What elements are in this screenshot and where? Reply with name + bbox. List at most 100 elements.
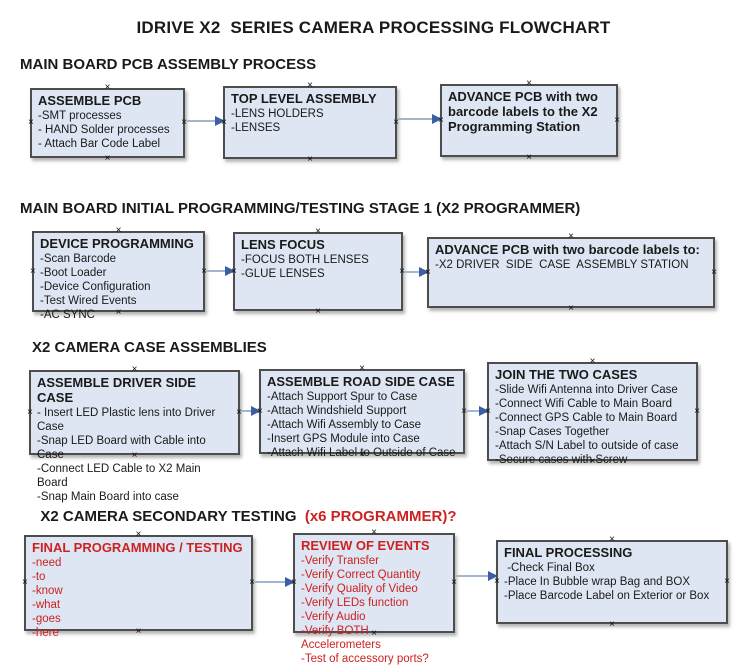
box-item: -Place In Bubble wrap Bag and BOX xyxy=(504,576,691,588)
box-item: -Device Configuration xyxy=(40,281,151,293)
box-item: -Place Barcode Label on Exterior or Box xyxy=(504,590,710,602)
section-heading-text: X2 CAMERA SECONDARY TESTING xyxy=(40,508,301,525)
box-title: TOP LEVEL ASSEMBLY xyxy=(231,91,377,106)
connector-handle: × xyxy=(711,266,717,278)
box-item: -Verify Transfer xyxy=(301,555,379,567)
box-title: JOIN THE TWO CASES xyxy=(495,367,638,382)
box-items: -SMT processes- HAND Solder processes- A… xyxy=(38,109,178,151)
connector-handle: × xyxy=(315,226,321,237)
box-title: DEVICE PROGRAMMING xyxy=(40,236,194,251)
connector-handle: × xyxy=(609,619,615,630)
box-items: -X2 DRIVER SIDE CASE ASSEMBLY STATION xyxy=(435,258,708,272)
box-item: -GLUE LENSES xyxy=(241,268,325,280)
flow-box-assemble-driver-side-case: × × × × ASSEMBLE DRIVER SIDE CASE - Inse… xyxy=(27,365,242,504)
flow-box-final-programming-testing: × × × × FINAL PROGRAMMING / TESTING -nee… xyxy=(22,530,255,640)
box-title: ASSEMBLE PCB xyxy=(38,93,142,108)
box-item: -FOCUS BOTH LENSES xyxy=(241,254,369,266)
connector-handle: × xyxy=(589,356,596,367)
connector-handle: × xyxy=(135,529,142,540)
box-item: -know xyxy=(32,585,63,597)
box-item: -LENS HOLDERS xyxy=(231,108,324,120)
flow-arrow xyxy=(466,406,489,416)
box-title: FINAL PROGRAMMING / TESTING xyxy=(32,540,243,555)
box-items: -Attach Support Spur to Case -Attach Wind… xyxy=(267,390,458,460)
box-item: -here xyxy=(32,627,59,639)
box-items: - Insert LED Plastic lens into Driver Ca… xyxy=(37,406,233,504)
connector-handle: × xyxy=(104,82,111,93)
flow-box-assemble-pcb: × × × × ASSEMBLE PCB -SMT processes- HAN… xyxy=(28,83,187,164)
flow-box-final-processing: × × × × FINAL PROCESSING -Check Final Bo… xyxy=(494,535,730,630)
box-title: ADVANCE PCB with two barcode labels to t… xyxy=(448,89,602,134)
flow-box-advance-pcb-driver-side-station: × × × × ADVANCE PCB with two barcode lab… xyxy=(425,232,717,314)
connector-handle: × xyxy=(307,80,313,91)
box-item: - HAND Solder processes xyxy=(38,124,170,136)
box-items: -Scan Barcode-Boot Loader-Device Configu… xyxy=(40,252,198,322)
box-item: -Snap Cases Together xyxy=(495,426,610,438)
box-item: -Connect Wifi Cable to Main Board xyxy=(495,398,673,410)
box-item: -Attach Support Spur to Case xyxy=(267,391,418,403)
section-heading-pcb-assembly: MAIN BOARD PCB ASSEMBLY PROCESS xyxy=(20,56,317,73)
section-heading-suffix: (x6 PROGRAMMER)? xyxy=(300,508,457,525)
connector-handle: × xyxy=(694,405,700,417)
connector-handle: × xyxy=(526,152,532,163)
box-item: -Slide Wifi Antenna into Driver Case xyxy=(495,384,678,396)
connector-handle: × xyxy=(526,78,532,89)
box-item: -LENSES xyxy=(231,122,281,134)
box-item: -Verify LEDs function xyxy=(301,597,409,609)
connector-handle: × xyxy=(30,265,36,277)
box-items: -Verify Transfer -Verify Correct Quantity… xyxy=(301,554,448,666)
box-item: -Verify Correct Quantity xyxy=(301,569,421,581)
box-item: -AC SYNC xyxy=(40,309,95,321)
connector-handle: × xyxy=(451,577,457,588)
box-item: -Verify Quality of Video xyxy=(301,583,418,595)
section-heading-initial-programming: MAIN BOARD INITIAL PROGRAMMING/TESTING S… xyxy=(20,200,581,217)
flow-arrow xyxy=(241,406,261,416)
connector-handle: × xyxy=(568,231,574,242)
box-item: -Boot Loader xyxy=(40,267,107,279)
connector-handle: × xyxy=(315,306,321,317)
box-item: -Attach Windshield Support xyxy=(267,405,407,417)
flow-box-assemble-road-side-case: × × × × ASSEMBLE ROAD SIDE CASE -Attach … xyxy=(257,364,467,460)
box-item: -SMT processes xyxy=(38,110,122,122)
flow-arrow xyxy=(404,267,429,277)
box-item: -X2 DRIVER SIDE CASE ASSEMBLY STATION xyxy=(435,259,689,271)
box-title: REVIEW OF EVENTS xyxy=(301,538,430,553)
flow-arrow xyxy=(398,114,442,124)
connector-handle: × xyxy=(568,303,574,314)
box-item: -Connect GPS Cable to Main Board xyxy=(495,412,678,424)
box-title: ASSEMBLE DRIVER SIDE CASE xyxy=(37,375,200,405)
box-items: -LENS HOLDERS -LENSES xyxy=(231,107,390,135)
box-item: - Insert LED Plastic lens into Driver Ca… xyxy=(37,407,219,433)
box-item: -Verify Audio xyxy=(301,611,366,623)
box-items: -Slide Wifi Antenna into Driver Case -Con… xyxy=(495,383,691,467)
box-item: -Snap Main Board into case xyxy=(37,491,179,503)
connector-handle: × xyxy=(131,364,138,375)
connector-handle: × xyxy=(27,406,33,418)
box-item: -Check Final Box xyxy=(504,562,595,574)
box-item: -Attach Wifi Label to Outside of Case xyxy=(267,447,456,459)
box-items: -need -to -know -what -goes -here xyxy=(32,556,246,640)
connector-handle: × xyxy=(359,363,365,374)
box-title: LENS FOCUS xyxy=(241,237,325,252)
box-item: -Insert GPS Module into Case xyxy=(267,433,420,445)
connector-handle: × xyxy=(371,527,377,538)
box-items: -Check Final Box -Place In Bubble wrap Ba… xyxy=(504,561,721,603)
box-title: ADVANCE PCB with two barcode labels to: xyxy=(435,242,700,257)
section-heading-case-assemblies: X2 CAMERA CASE ASSEMBLIES xyxy=(32,339,267,356)
connector-handle: × xyxy=(724,576,730,587)
box-item: -to xyxy=(32,571,46,583)
connector-handle: × xyxy=(22,577,28,588)
box-item: -Attach S/N Label to outside of case xyxy=(495,440,679,452)
box-item: -Snap LED Board with Cable into Case xyxy=(37,435,209,461)
flow-box-join-the-two-cases: × × × × JOIN THE TWO CASES -Slide Wifi A… xyxy=(485,357,700,467)
flow-arrow xyxy=(254,577,295,587)
box-item: -goes xyxy=(32,613,61,625)
box-item: -need xyxy=(32,557,62,569)
box-title: FINAL PROCESSING xyxy=(504,545,633,560)
box-items: -FOCUS BOTH LENSES -GLUE LENSES xyxy=(241,253,396,281)
flow-box-device-programming: × × × × DEVICE PROGRAMMING -Scan Barcode… xyxy=(30,226,207,322)
box-item: -what xyxy=(32,599,61,611)
box-item: -Secure cases with Screw xyxy=(495,454,628,466)
connector-handle: × xyxy=(609,534,615,545)
box-item: -Connect LED Cable to X2 Main Board xyxy=(37,463,204,489)
